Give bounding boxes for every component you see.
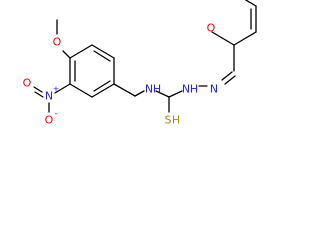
bond-ring-f (69, 44, 93, 59)
bond-c-to-nh-hydrazide (168, 90, 183, 98)
bonds-thiourea (155, 85, 208, 113)
bond-q-e (244, 0, 257, 7)
atom-n-nitro-charge: + (53, 85, 60, 94)
bonds-methoxy (56, 19, 71, 59)
bond-n-imine-to-ch-double (224, 75, 236, 85)
bond-q-b (211, 31, 235, 46)
atom-o-methoxy: O (53, 36, 62, 49)
bond-ch2-to-nh (134, 90, 145, 97)
bond-ring-to-methoxy-o (62, 50, 71, 59)
bond-nitro-n-to-o-double-a (33, 86, 43, 93)
atom-nh-hydrazide: N (182, 83, 190, 96)
bond-ring-b (69, 83, 93, 98)
bonds-quinone-ring (211, 0, 257, 72)
atom-o-nitro-double: O (23, 77, 32, 90)
atom-o-quinone: O (207, 22, 216, 35)
molecule-structure: O N + O O - N H N H N S H O (23, 0, 257, 127)
bond-n-imine-to-ch (221, 71, 233, 81)
atom-n-nitro: N (45, 90, 53, 103)
atom-o-nitro-single: O (45, 114, 54, 127)
atom-s-thione-h: H (172, 114, 180, 127)
atom-labels: O N + O O - N H N H N S H O (23, 22, 218, 127)
bond-ring-to-nitro-n (54, 83, 71, 94)
bond-q-c (233, 31, 257, 46)
bonds-nitro (33, 83, 71, 113)
atom-nh-benzyl-h: H (153, 83, 161, 96)
atom-n-imine: N (210, 83, 218, 96)
bond-nitro-n-to-o-double-b (34, 91, 44, 98)
atom-nh-hydrazide-h: H (190, 83, 198, 96)
atom-nh-benzyl: N (145, 83, 153, 96)
bonds-linker (113, 83, 145, 97)
bond-ring-c (91, 83, 115, 98)
atom-o-nitro-charge: - (54, 109, 57, 119)
atom-s-thione: S (165, 114, 172, 127)
bond-nh-to-c (155, 90, 170, 98)
bond-ring-inner-2 (93, 80, 111, 92)
bonds-imine (221, 71, 236, 85)
bonds-anisole-ring (69, 44, 115, 98)
bond-ring-e (91, 44, 115, 59)
bond-ring-to-ch2 (113, 83, 136, 97)
bond-ring-inner-3 (93, 50, 111, 62)
